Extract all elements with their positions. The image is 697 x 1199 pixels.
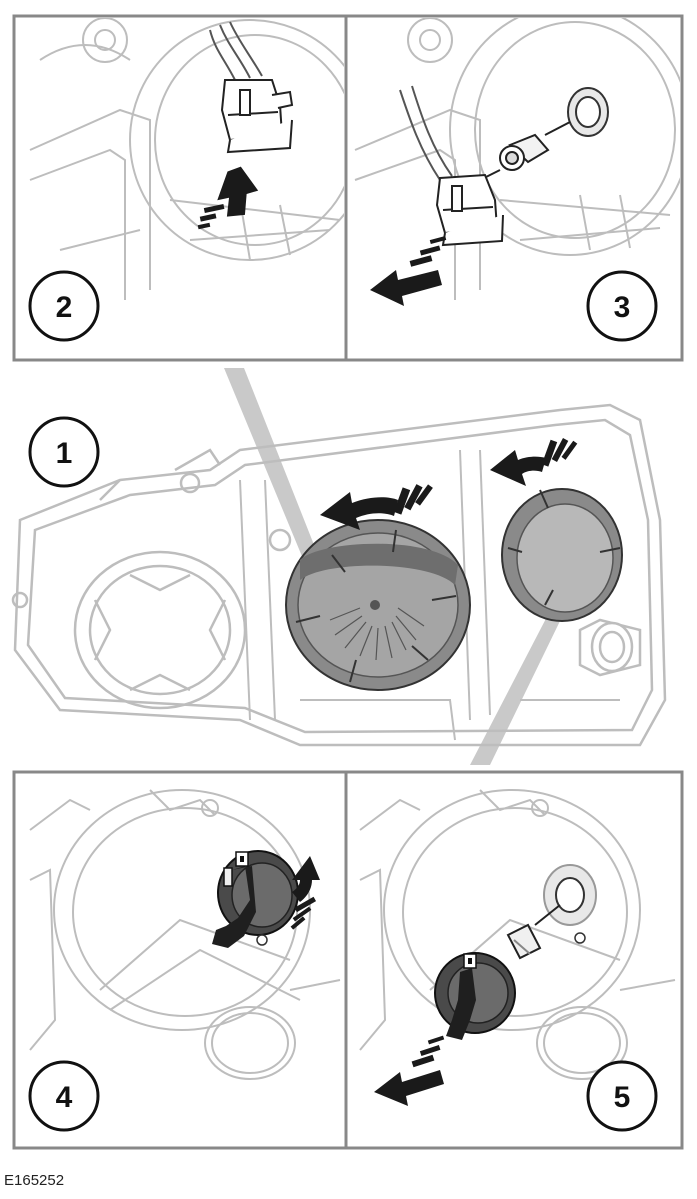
step-5-number: 5 — [614, 1081, 631, 1114]
electrical-connector — [435, 173, 504, 247]
step-1-number: 1 — [56, 437, 73, 470]
panel-step-4: 4 — [12, 770, 348, 1150]
pointer-to-panel-5 — [470, 580, 578, 765]
bulb-socket — [567, 87, 609, 137]
pointer-to-panel-2 — [224, 368, 320, 566]
pull-out-arrow — [370, 235, 447, 306]
electrical-connector — [220, 79, 294, 154]
figure-code: E165252 — [4, 1172, 65, 1189]
rotate-ccw-arrow-2 — [490, 437, 578, 486]
step-3-number: 3 — [614, 291, 631, 324]
panel-step-2: 2 — [12, 14, 348, 362]
push-up-arrow — [197, 166, 259, 230]
rotate-bulb-holder-arrow — [290, 856, 320, 930]
withdraw-arrow — [374, 1035, 445, 1106]
bulb-holder — [212, 850, 299, 948]
headlamp-assembly-step-1: 1 — [11, 368, 667, 765]
panel-step-3: 3 — [344, 14, 684, 362]
rotate-ccw-arrow — [320, 484, 433, 530]
bulb — [499, 133, 550, 171]
bulb-holder — [434, 952, 516, 1040]
bulb-socket — [543, 864, 597, 944]
panel-step-5: 5 — [344, 770, 684, 1150]
access-cover-main — [285, 519, 471, 691]
step-2-number: 2 — [56, 291, 73, 324]
access-cover-side — [501, 488, 623, 622]
step-4-number: 4 — [56, 1081, 73, 1114]
bulb-glass — [506, 923, 542, 960]
